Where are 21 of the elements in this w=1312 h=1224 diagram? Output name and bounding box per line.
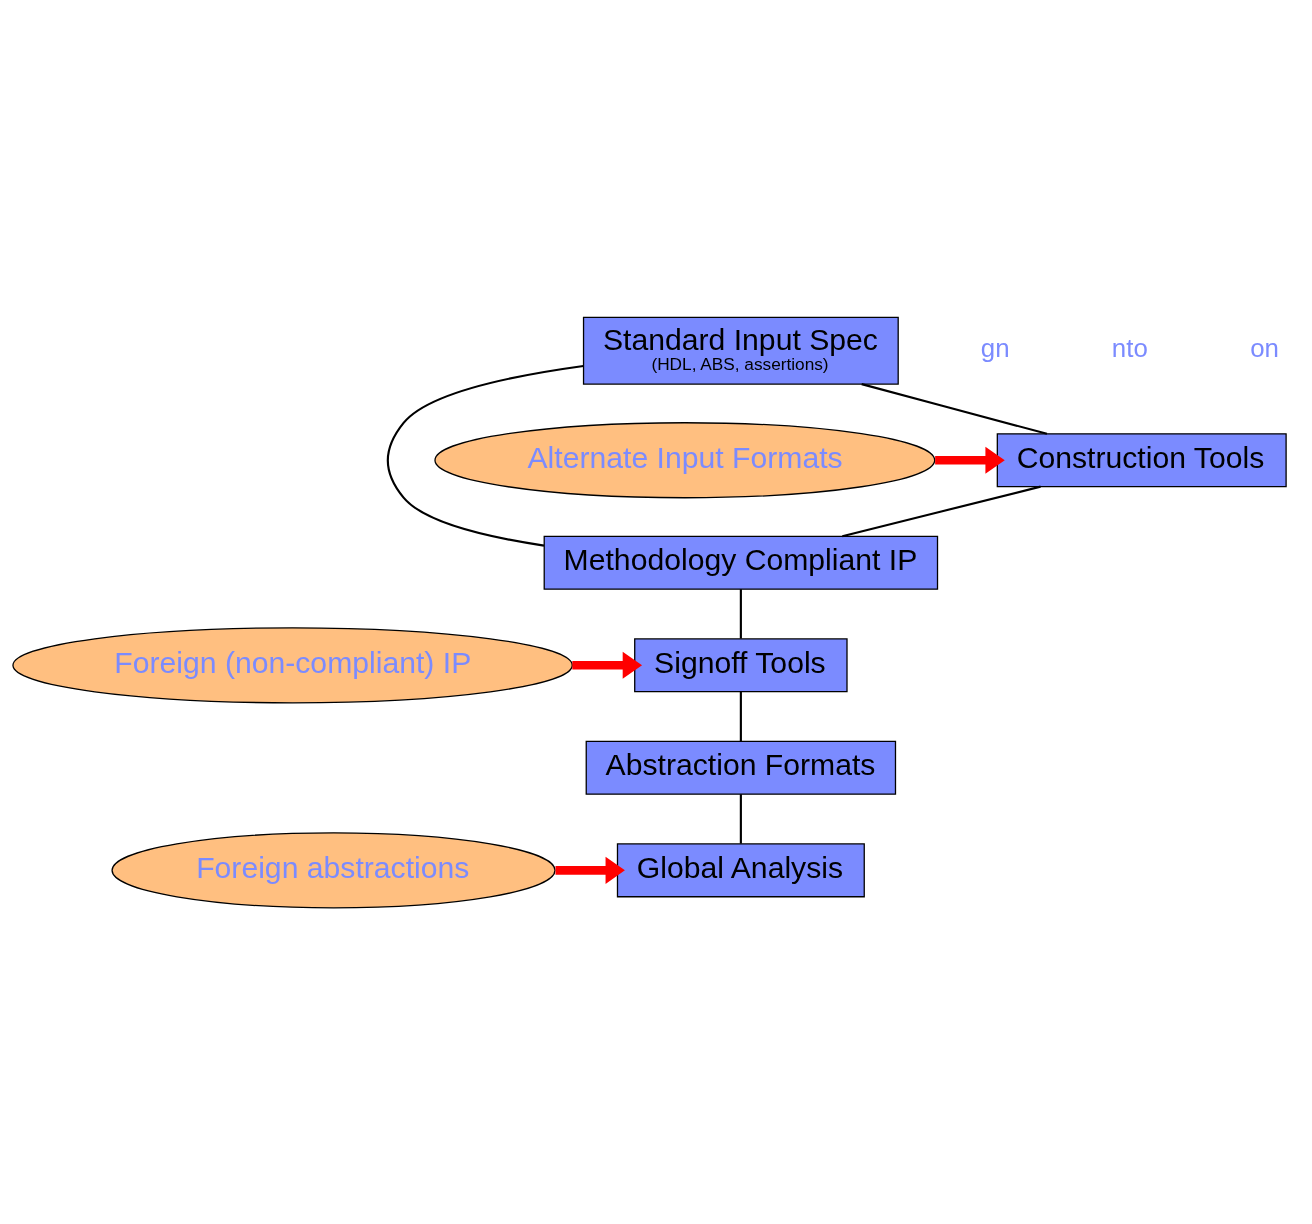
- node-box: Standard Input Spec (HDL, ABS, assertions): [582, 316, 899, 385]
- label: nto: [1111, 333, 1148, 362]
- label: gn: [980, 333, 1010, 362]
- node-ellipse: Alternate Input Formats: [434, 421, 936, 498]
- node-box: Abstraction Formats: [585, 740, 897, 795]
- arrow: [555, 856, 625, 884]
- connector: [861, 382, 1048, 435]
- node-box: Methodology Compliant IP: [543, 535, 939, 590]
- arrow: [572, 651, 643, 679]
- arrow: [935, 446, 1005, 474]
- connector: [739, 588, 742, 639]
- label: on: [1250, 333, 1279, 362]
- node-ellipse: Foreign (non-compliant) IP: [12, 626, 573, 703]
- connector: [739, 793, 742, 844]
- connector: [739, 691, 742, 741]
- node-box: Construction Tools: [996, 432, 1287, 487]
- connector: [842, 485, 1041, 537]
- node-box: Global Analysis: [616, 842, 865, 897]
- connector: [386, 364, 584, 547]
- node-ellipse: Foreign abstractions: [111, 831, 556, 908]
- node-box: Signoff Tools: [634, 637, 848, 692]
